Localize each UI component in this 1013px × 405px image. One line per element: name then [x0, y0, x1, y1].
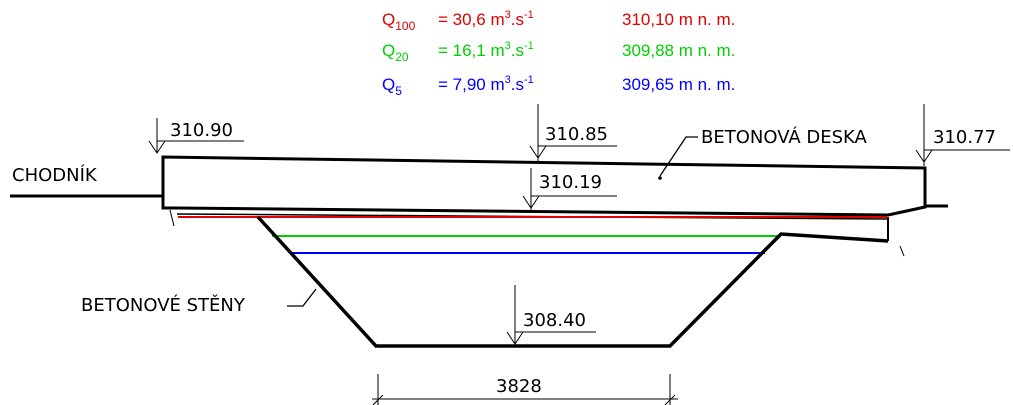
legend-q5-level: 309,65 m n. m.	[622, 75, 735, 94]
legend-q20-label: Q20	[382, 41, 409, 64]
concrete-channel-walls	[256, 215, 889, 348]
left-bearing-mark	[169, 209, 175, 227]
legend-q20-flow: = 16,1 m3.s-1	[438, 40, 534, 60]
elevation-mid-top: 310.85	[529, 104, 617, 162]
legend-q100-label: Q100	[382, 10, 416, 33]
elevation-mid-bottom: 310.19	[522, 168, 617, 213]
chodnik-label: CHODNÍK	[12, 164, 98, 186]
betonova-deska-label: BETONOVÁ DESKA	[701, 126, 868, 148]
betonova-deska-leader	[659, 136, 698, 177]
width-dimension-value: 3828	[496, 376, 542, 397]
legend-row-q20: Q20 = 16,1 m3.s-1 309,88 m n. m.	[382, 40, 735, 64]
elevation-right-top-value: 310.77	[933, 127, 996, 148]
elevation-channel-bottom-value: 308.40	[523, 310, 586, 331]
betonove-steny-label: BETONOVÉ STĚNY	[81, 294, 246, 316]
legend-row-q5: Q5 = 7,90 m3.s-1 309,65 m n. m.	[382, 74, 735, 98]
betonove-steny-leader	[287, 288, 317, 307]
elevation-mid-bottom-value: 310.19	[539, 172, 602, 193]
legend-q5-flow: = 7,90 m3.s-1	[438, 74, 534, 94]
elevation-mid-top-value: 310.85	[545, 124, 608, 145]
elevation-channel-bottom: 308.40	[506, 285, 596, 346]
legend-q5-label: Q5	[382, 75, 402, 98]
legend-q100-flow: = 30,6 m3.s-1	[438, 9, 534, 29]
right-bearing-tick	[899, 245, 905, 257]
width-dimension: 3828	[372, 374, 678, 405]
flow-legend: Q100 = 30,6 m3.s-1 310,10 m n. m. Q20 = …	[382, 9, 735, 98]
elevation-left-top: 310.90	[148, 118, 244, 154]
elevation-right-top: 310.77	[915, 104, 1010, 166]
legend-row-q100: Q100 = 30,6 m3.s-1 310,10 m n. m.	[382, 9, 735, 33]
elevation-left-top-value: 310.90	[170, 120, 233, 141]
betonova-deska-dot	[658, 176, 662, 180]
legend-q100-level: 310,10 m n. m.	[622, 10, 735, 29]
deck-underside-line	[176, 207, 889, 216]
legend-q20-level: 309,88 m n. m.	[622, 41, 735, 60]
